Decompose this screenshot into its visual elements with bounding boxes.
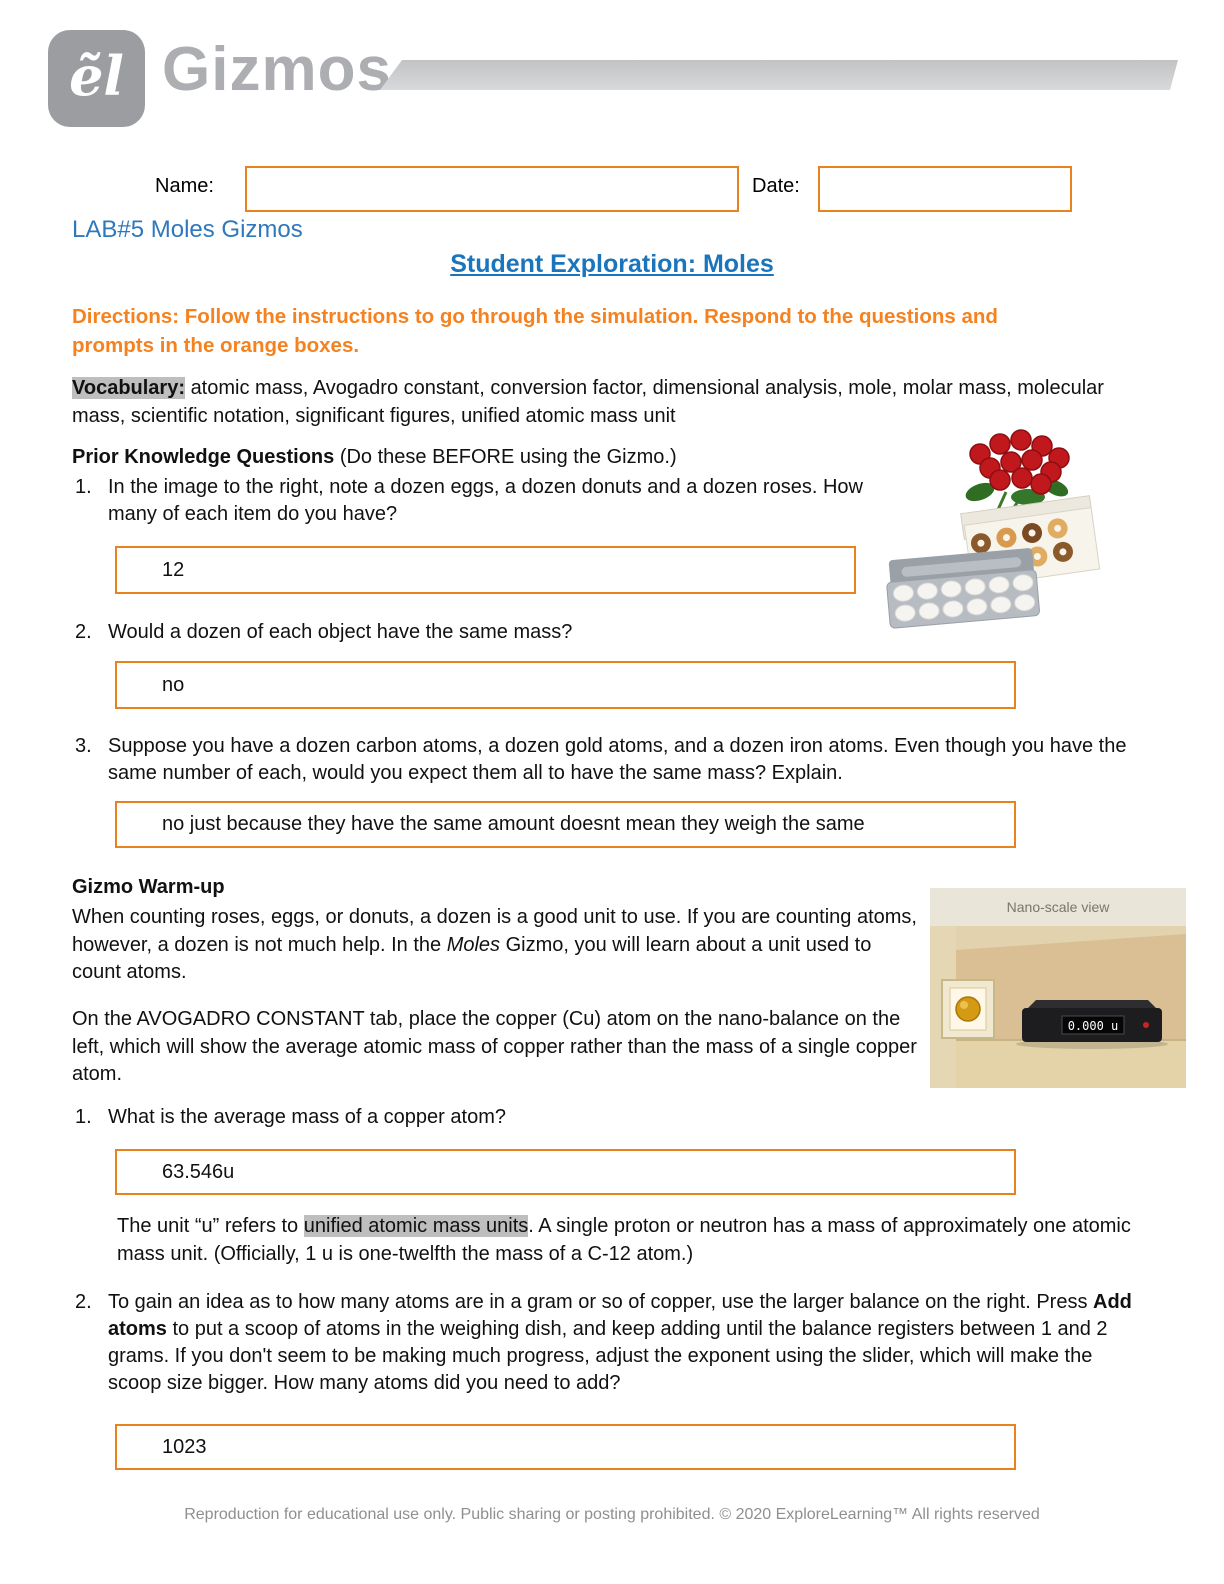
answer-box-warmup-q1[interactable]: 63.546u	[115, 1149, 1016, 1195]
footer-text: Reproduction for educational use only. P…	[184, 1506, 1040, 1523]
vocabulary-terms: atomic mass, Avogadro constant, conversi…	[72, 377, 1104, 427]
rose-bouquet-icon	[965, 429, 1070, 535]
warmup-question-2: 2. To gain an idea as to how many atoms …	[75, 1289, 1145, 1397]
question-text: To gain an idea as to how many atoms are…	[108, 1291, 1132, 1394]
explorelearning-logo-icon: ẽl	[48, 30, 145, 127]
unit-note-highlight: unified atomic mass units	[303, 1215, 529, 1237]
nano-balance-icon: 0.000 u	[1016, 1000, 1168, 1049]
gizmo-warmup-heading: Gizmo Warm-up	[72, 876, 225, 898]
question-text: What is the average mass of a copper ato…	[108, 1106, 506, 1128]
answer-box-q2[interactable]: no	[115, 661, 1016, 709]
gold-atom-icon	[941, 979, 995, 1039]
balance-display	[1061, 1015, 1125, 1035]
warmup-paragraph-1: When counting roses, eggs, or donuts, a …	[72, 906, 917, 984]
name-label: Name:	[155, 175, 214, 197]
answer-text: no just because they have the same amoun…	[162, 813, 865, 835]
prior-question-2: 2. Would a dozen of each object have the…	[75, 619, 975, 646]
answer-text: 12	[162, 558, 185, 581]
name-field[interactable]	[245, 166, 739, 212]
nano-scale-view-image: Nano-scale view 0.000 u	[930, 888, 1186, 1088]
prior-question-3: 3. Suppose you have a dozen carbon atoms…	[75, 733, 1150, 787]
question-text: In the image to the right, note a dozen …	[108, 476, 863, 525]
dozen-items-image	[878, 412, 1118, 650]
question-number: 1.	[75, 1106, 92, 1128]
header-banner	[380, 60, 1178, 90]
brand-wordmark: Gizmos	[162, 35, 392, 104]
question-number: 1.	[75, 476, 92, 498]
egg-carton-icon	[886, 548, 1040, 629]
question-number: 2.	[75, 1291, 92, 1313]
logo-monogram: ẽl	[69, 43, 124, 108]
answer-text: 1023	[162, 1435, 207, 1458]
add-atoms-bold: Add atoms	[108, 1291, 1132, 1340]
warmup-question-1: 1. What is the average mass of a copper …	[75, 1104, 835, 1131]
balance-reading: 0.000 u	[1068, 1019, 1119, 1033]
directions-text: Directions: Follow the instructions to g…	[72, 305, 998, 358]
vocabulary-label: Vocabulary:	[72, 377, 185, 399]
lab-title: LAB#5 Moles Gizmos	[72, 216, 303, 243]
page-title: Student Exploration: Moles	[450, 250, 774, 278]
question-number: 2.	[75, 621, 92, 643]
answer-box-q1[interactable]: 12	[115, 546, 856, 594]
question-number: 3.	[75, 735, 92, 757]
date-field[interactable]	[818, 166, 1072, 212]
gizmo-name-italic: Moles	[446, 933, 501, 956]
question-text: Would a dozen of each object have the sa…	[108, 621, 573, 643]
nano-view-label: Nano-scale view	[1007, 899, 1111, 915]
answer-box-q3[interactable]: no just because they have the same amoun…	[115, 801, 1016, 848]
prior-knowledge-heading: Prior Knowledge Questions (Do these BEFO…	[72, 446, 677, 468]
answer-text: no	[162, 673, 185, 696]
answer-box-warmup-q2[interactable]: 1023	[115, 1424, 1016, 1470]
answer-text: 63.546u	[162, 1160, 235, 1183]
question-text: Suppose you have a dozen carbon atoms, a…	[108, 735, 1127, 784]
date-label: Date:	[752, 175, 800, 197]
warmup-paragraph-2: On the AVOGADRO CONSTANT tab, place the …	[72, 1008, 917, 1086]
unit-note: The unit “u” refers to unified atomic ma…	[117, 1215, 1131, 1265]
prior-question-1: 1. In the image to the right, note a doz…	[75, 474, 890, 528]
vocabulary-text: Vocabulary: atomic mass, Avogadro consta…	[72, 374, 1112, 430]
